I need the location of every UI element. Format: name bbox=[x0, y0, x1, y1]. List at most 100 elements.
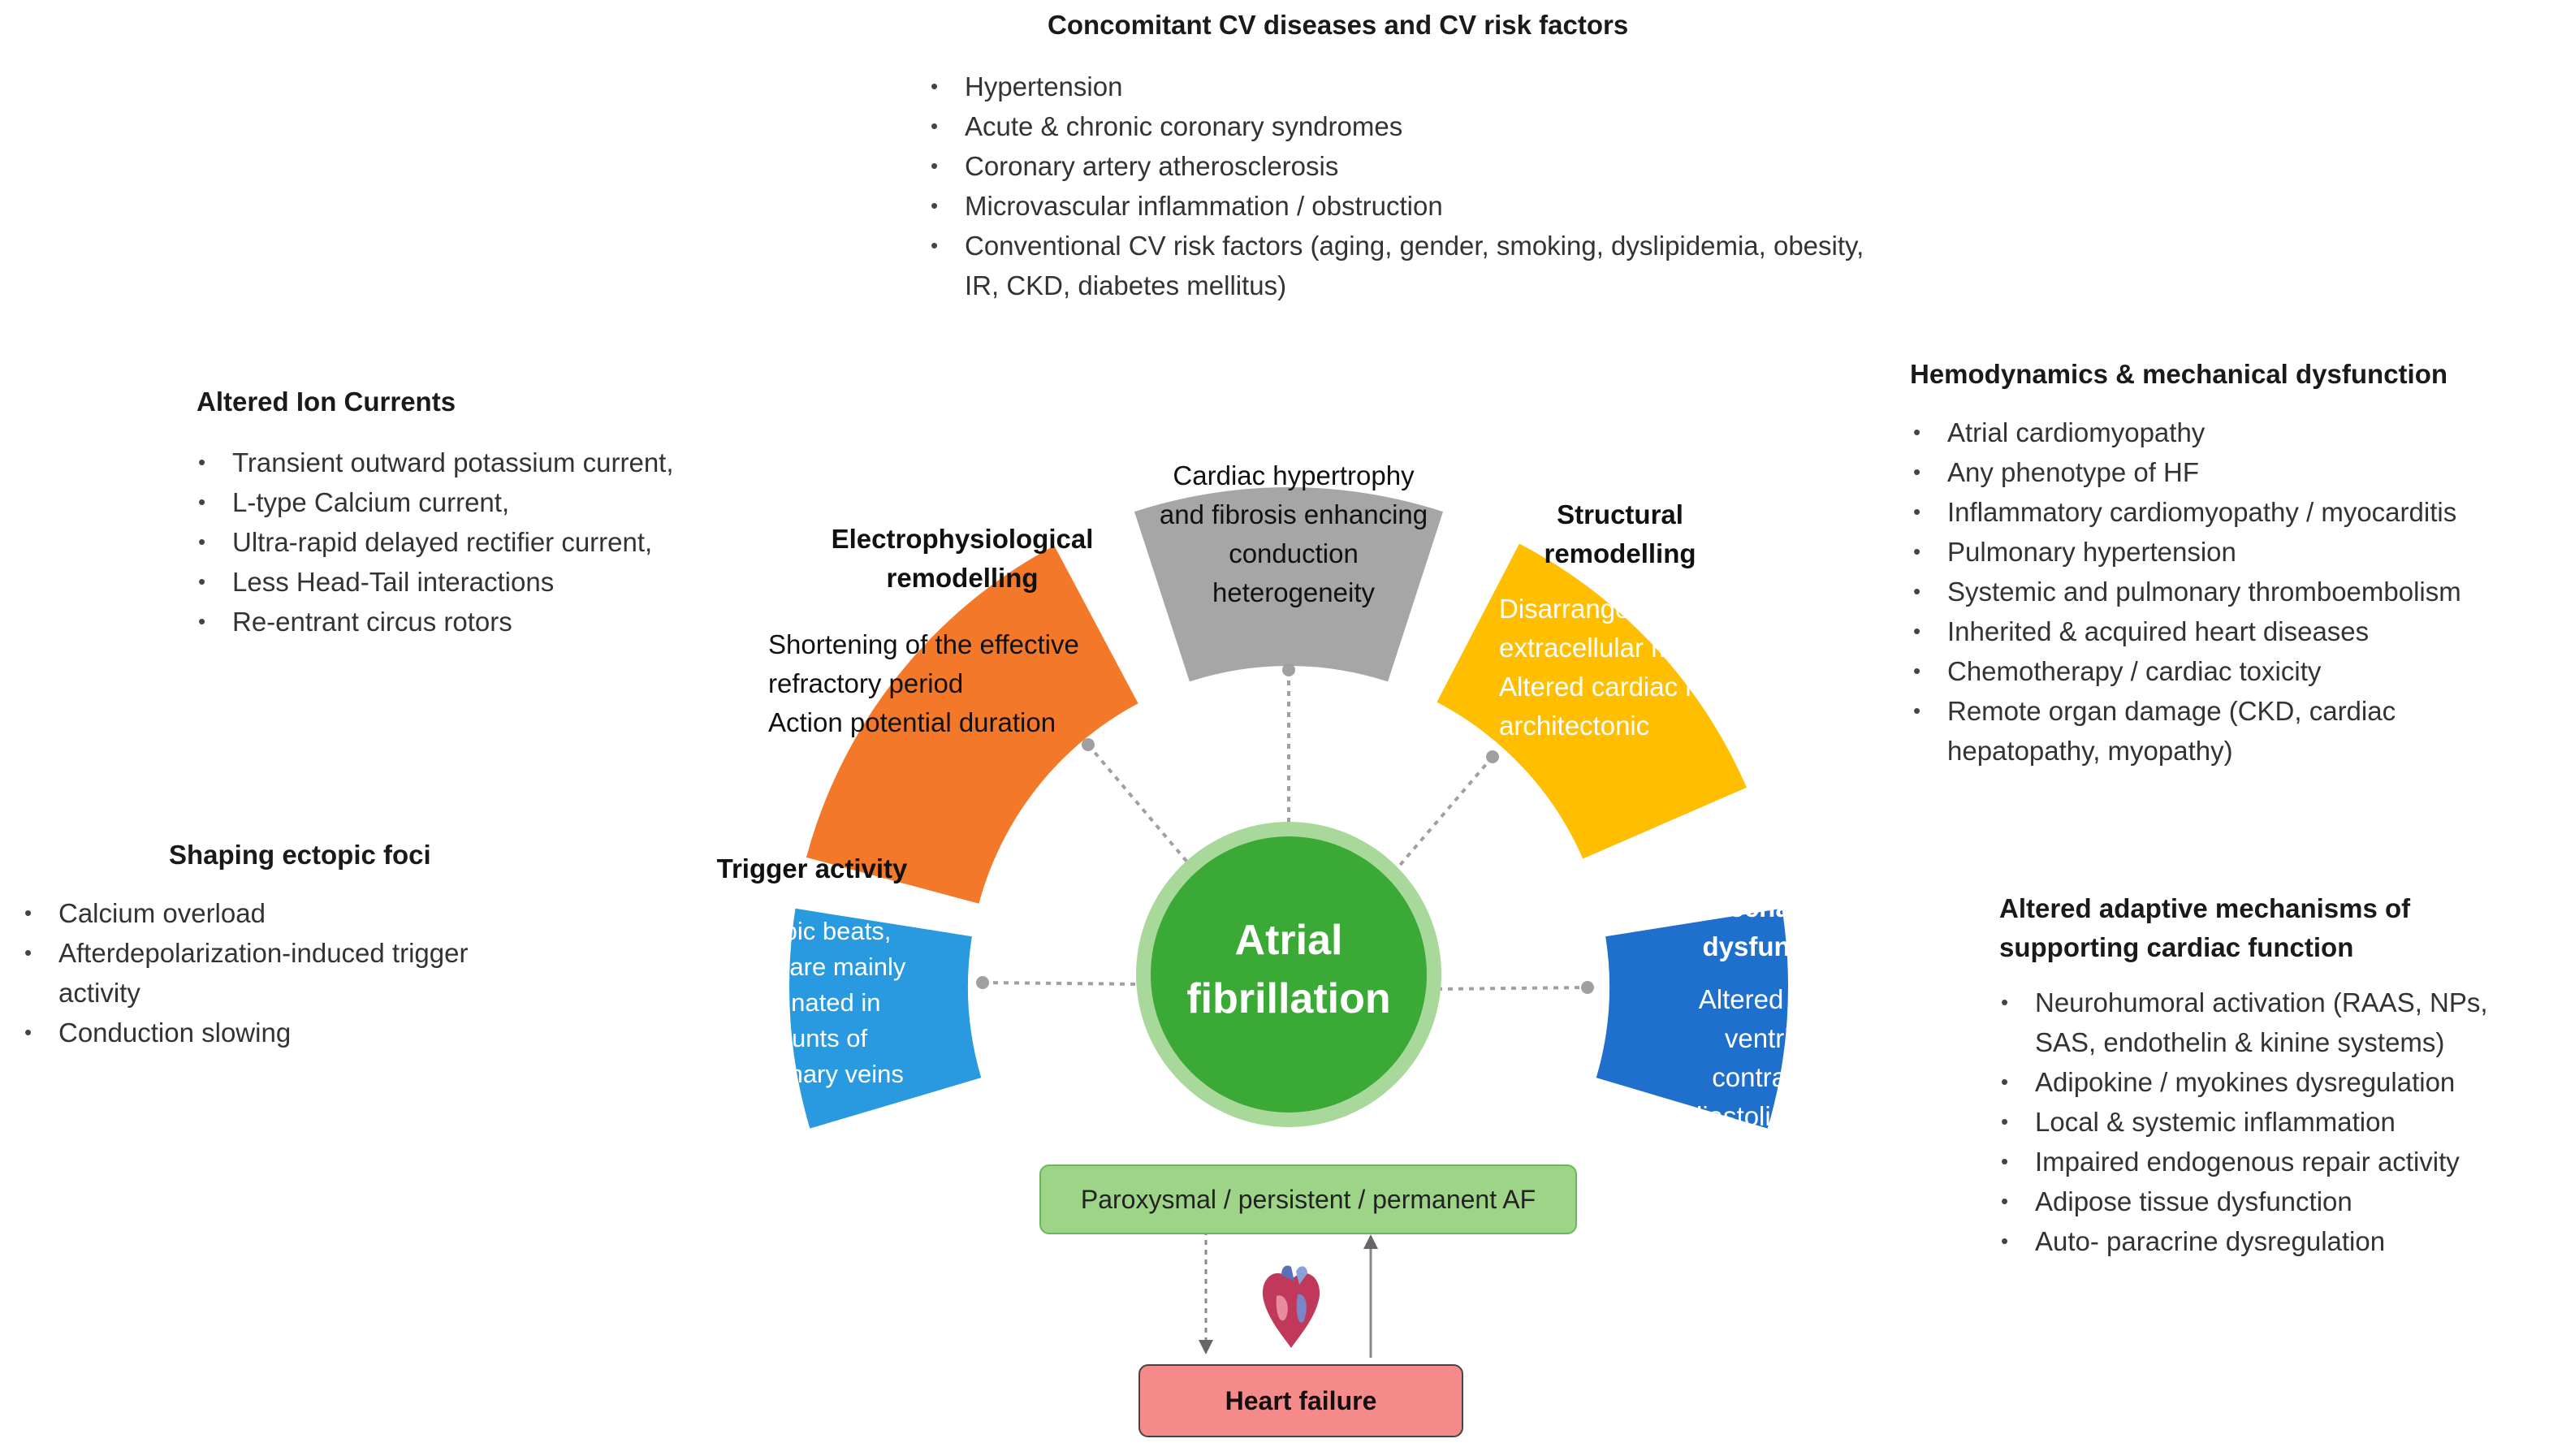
adverse-body-line: and fibrosis enhancing bbox=[1159, 499, 1428, 529]
trigger-body-line: originated in bbox=[743, 988, 881, 1017]
list-item: Transient outward potassium current, bbox=[195, 443, 763, 482]
connector-dot-adverse bbox=[1282, 663, 1295, 676]
segment-adverse bbox=[1134, 487, 1444, 682]
center-title-line: Atrial bbox=[1234, 917, 1343, 964]
arrow-up-head bbox=[1363, 1234, 1378, 1249]
list-item: Adipokine / myokines dysregulation bbox=[1998, 1062, 2534, 1102]
structural-body-line: Altered cardiac myocyte bbox=[1499, 672, 1786, 702]
structural-body-line: Disarrangement of bbox=[1499, 594, 1720, 624]
top-list: Hypertension Acute & chronic coronary sy… bbox=[927, 67, 1869, 305]
trigger-body: Ectopic beats, which are mainly originat… bbox=[674, 914, 950, 1092]
list-item: L-type Calcium current, bbox=[195, 482, 763, 522]
mechanical-title-line: mechanical bbox=[1705, 892, 1851, 922]
segment-structural bbox=[1437, 543, 1747, 859]
structural-title: Structural remodelling bbox=[1486, 495, 1754, 573]
hemo-list: Atrial cardiomyopathy Any phenotype of H… bbox=[1910, 413, 2543, 771]
ion-list: Transient outward potassium current, L-t… bbox=[195, 443, 763, 642]
structural-body-line: architectonic bbox=[1499, 711, 1650, 741]
center-title-line: fibrillation bbox=[1186, 975, 1391, 1022]
adverse-body-line: heterogeneity bbox=[1212, 577, 1375, 607]
trigger-body-line: mounts of bbox=[756, 1024, 868, 1052]
mechanical-body-line: Altered atrial & bbox=[1698, 984, 1875, 1014]
list-item: Conduction slowing bbox=[21, 1013, 541, 1052]
structural-title-line: Structural bbox=[1557, 499, 1683, 529]
af-types-label: Paroxysmal / persistent / permanent AF bbox=[1080, 1184, 1536, 1214]
list-item: Atrial cardiomyopathy bbox=[1910, 413, 2543, 452]
electro-title: Electrophysiological remodelling bbox=[812, 520, 1112, 598]
electro-body-line: Shortening of the effective bbox=[768, 629, 1079, 659]
heart-failure-label: Heart failure bbox=[1225, 1385, 1377, 1415]
list-item: Any phenotype of HF bbox=[1910, 452, 2543, 492]
list-item: Remote organ damage (CKD, cardiac hepato… bbox=[1910, 691, 2543, 771]
list-item: Afterdepolarization-induced trigger acti… bbox=[21, 933, 541, 1013]
adverse-body-line: conduction bbox=[1229, 538, 1359, 568]
list-item: Local & systemic inflammation bbox=[1998, 1102, 2534, 1142]
mechanical-body-line: contractility / bbox=[1712, 1062, 1861, 1092]
list-item: Coronary artery atherosclerosis bbox=[927, 146, 1869, 186]
mechanical-title-line: dysfunction bbox=[1702, 931, 1855, 961]
connector-electro bbox=[1087, 743, 1191, 866]
list-item: Neurohumoral activation (RAAS, NPs, SAS,… bbox=[1998, 983, 2534, 1062]
segment-mechanical bbox=[1596, 908, 1788, 1129]
connector-mechanical bbox=[1437, 986, 1588, 991]
mechanical-body-line: ventricular bbox=[1724, 1023, 1849, 1053]
ectopic-list: Calcium overload Afterdepolarization-ind… bbox=[21, 893, 541, 1052]
heart-anatomy-icon bbox=[1262, 1265, 1320, 1348]
electro-body: Shortening of the effective refractory p… bbox=[768, 625, 1142, 742]
electro-body-line: refractory period bbox=[768, 668, 964, 698]
connector-trigger bbox=[982, 981, 1146, 986]
connector-dot-electro bbox=[1082, 738, 1095, 751]
electro-title-line: Electrophysiological bbox=[831, 524, 1094, 554]
adaptive-heading-line2: supporting cardiac function bbox=[1999, 932, 2354, 962]
list-item: Re-entrant circus rotors bbox=[195, 602, 763, 642]
trigger-body-line: Ectopic beats, bbox=[732, 917, 892, 945]
arrow-down-head bbox=[1199, 1340, 1213, 1354]
adverse-body: Cardiac hypertrophy and fibrosis enhanci… bbox=[1119, 456, 1468, 612]
connector-dot-trigger bbox=[976, 976, 989, 989]
list-item: Chemotherapy / cardiac toxicity bbox=[1910, 651, 2543, 691]
list-item: Acute & chronic coronary syndromes bbox=[927, 106, 1869, 146]
adaptive-heading-line1: Altered adaptive mechanisms of bbox=[1999, 893, 2411, 923]
list-item: Conventional CV risk factors (aging, gen… bbox=[927, 226, 1869, 305]
electro-title-line: remodelling bbox=[886, 563, 1039, 593]
structural-body: Disarrangement of extracellular matrix A… bbox=[1499, 590, 1848, 745]
structural-title-line: remodelling bbox=[1544, 538, 1696, 568]
connector-dot-mechanical bbox=[1581, 981, 1594, 994]
list-item: Microvascular inflammation / obstruction bbox=[927, 186, 1869, 226]
adverse-title-line: remodeling bbox=[1221, 402, 1366, 432]
list-item: Impaired endogenous repair activity bbox=[1998, 1142, 2534, 1182]
list-item: Ultra-rapid delayed rectifier current, bbox=[195, 522, 763, 562]
center-title: Atrial fibrillation bbox=[1151, 911, 1427, 1028]
heart-failure-box: Heart failure bbox=[1138, 1364, 1463, 1437]
list-item: Auto- paracrine dysregulation bbox=[1998, 1221, 2534, 1261]
ectopic-heading: Shaping ectopic foci bbox=[169, 840, 431, 870]
ion-heading: Altered Ion Currents bbox=[197, 387, 456, 417]
mechanical-body-line: diastolic function bbox=[1687, 1101, 1886, 1131]
list-item: Pulmonary hypertension bbox=[1910, 532, 2543, 572]
segment-trigger bbox=[789, 908, 982, 1129]
electro-body-line: Action potential duration bbox=[768, 707, 1056, 737]
connector-dot-structural bbox=[1486, 750, 1499, 763]
center-disk bbox=[1151, 836, 1427, 1113]
top-heading: Concomitant CV diseases and CV risk fact… bbox=[1048, 10, 1629, 40]
adaptive-list: Neurohumoral activation (RAAS, NPs, SAS,… bbox=[1998, 983, 2534, 1261]
connector-structural bbox=[1395, 755, 1494, 871]
list-item: Adipose tissue dysfunction bbox=[1998, 1182, 2534, 1221]
list-item: Calcium overload bbox=[21, 893, 541, 933]
hemo-heading: Hemodynamics & mechanical dysfunction bbox=[1910, 359, 2448, 389]
trigger-title: Trigger activity bbox=[716, 853, 908, 884]
list-item: Less Head-Tail interactions bbox=[195, 562, 763, 602]
mechanical-title-line: Atrial & ventricular bbox=[1658, 853, 1899, 884]
list-item: Inherited & acquired heart diseases bbox=[1910, 611, 2543, 651]
trigger-body-line: which are mainly bbox=[718, 953, 906, 981]
segment-electro bbox=[806, 545, 1138, 904]
list-item: Inflammatory cardiomyopathy / myocarditi… bbox=[1910, 492, 2543, 532]
mechanical-body: Altered atrial & ventricular contractili… bbox=[1648, 980, 1925, 1136]
af-types-box: Paroxysmal / persistent / permanent AF bbox=[1039, 1164, 1577, 1234]
trigger-body-line: pulmonary veins bbox=[720, 1060, 904, 1088]
mechanical-title: Atrial & ventricular mechanical dysfunct… bbox=[1632, 849, 1925, 966]
list-item: Systemic and pulmonary thromboembolism bbox=[1910, 572, 2543, 611]
list-item: Hypertension bbox=[927, 67, 1869, 106]
adverse-body-line: Cardiac hypertrophy bbox=[1173, 460, 1415, 490]
